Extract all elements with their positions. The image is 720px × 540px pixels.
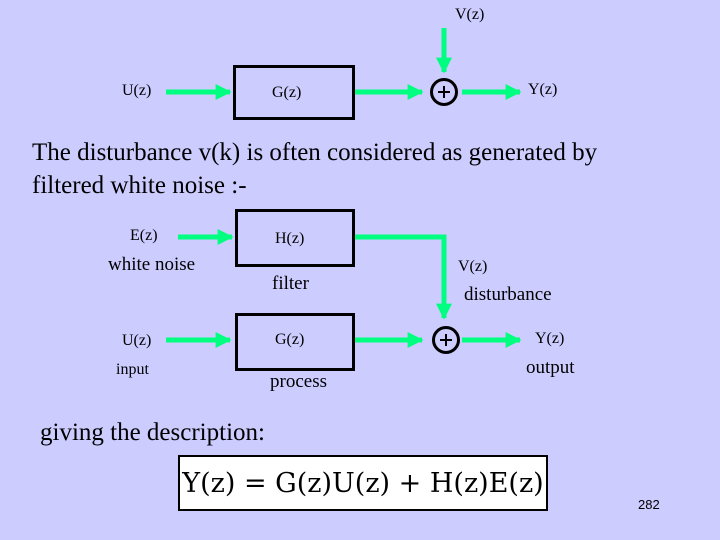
page-number: 282 [638, 497, 660, 512]
top-g-block: G(z) [233, 65, 355, 120]
top-summing-junction [430, 78, 458, 106]
y-label: Y(z) [535, 330, 565, 347]
equation: Y(z) = G(z)U(z) + H(z)E(z) [182, 467, 544, 499]
paragraph-line-1: The disturbance v(k) is often considered… [32, 139, 598, 166]
top-u-label: U(z) [122, 82, 152, 99]
description-text: giving the description: [40, 419, 265, 446]
h-label: H(z) [275, 230, 305, 247]
summing-junction [432, 326, 460, 354]
top-y-label: Y(z) [528, 81, 558, 98]
v-label: V(z) [458, 258, 488, 275]
u-label: U(z) [122, 332, 152, 349]
e-desc: white noise [108, 254, 196, 275]
u-desc: input [116, 361, 149, 378]
g-label: G(z) [275, 331, 305, 348]
y-desc: output [526, 357, 575, 378]
top-v-label: V(z) [455, 6, 485, 23]
equation-box: Y(z) = G(z)U(z) + H(z)E(z) [178, 455, 548, 511]
h-desc: filter [272, 273, 309, 294]
g-desc: process [270, 371, 327, 392]
g-process-block: G(z) [235, 313, 355, 371]
paragraph-line-2: filtered white noise :- [32, 172, 247, 199]
top-g-label: G(z) [272, 84, 302, 101]
e-label: E(z) [130, 227, 158, 244]
arrow-h-to-sum [355, 234, 453, 320]
h-filter-block: H(z) [235, 209, 355, 267]
v-desc: disturbance [464, 284, 552, 305]
